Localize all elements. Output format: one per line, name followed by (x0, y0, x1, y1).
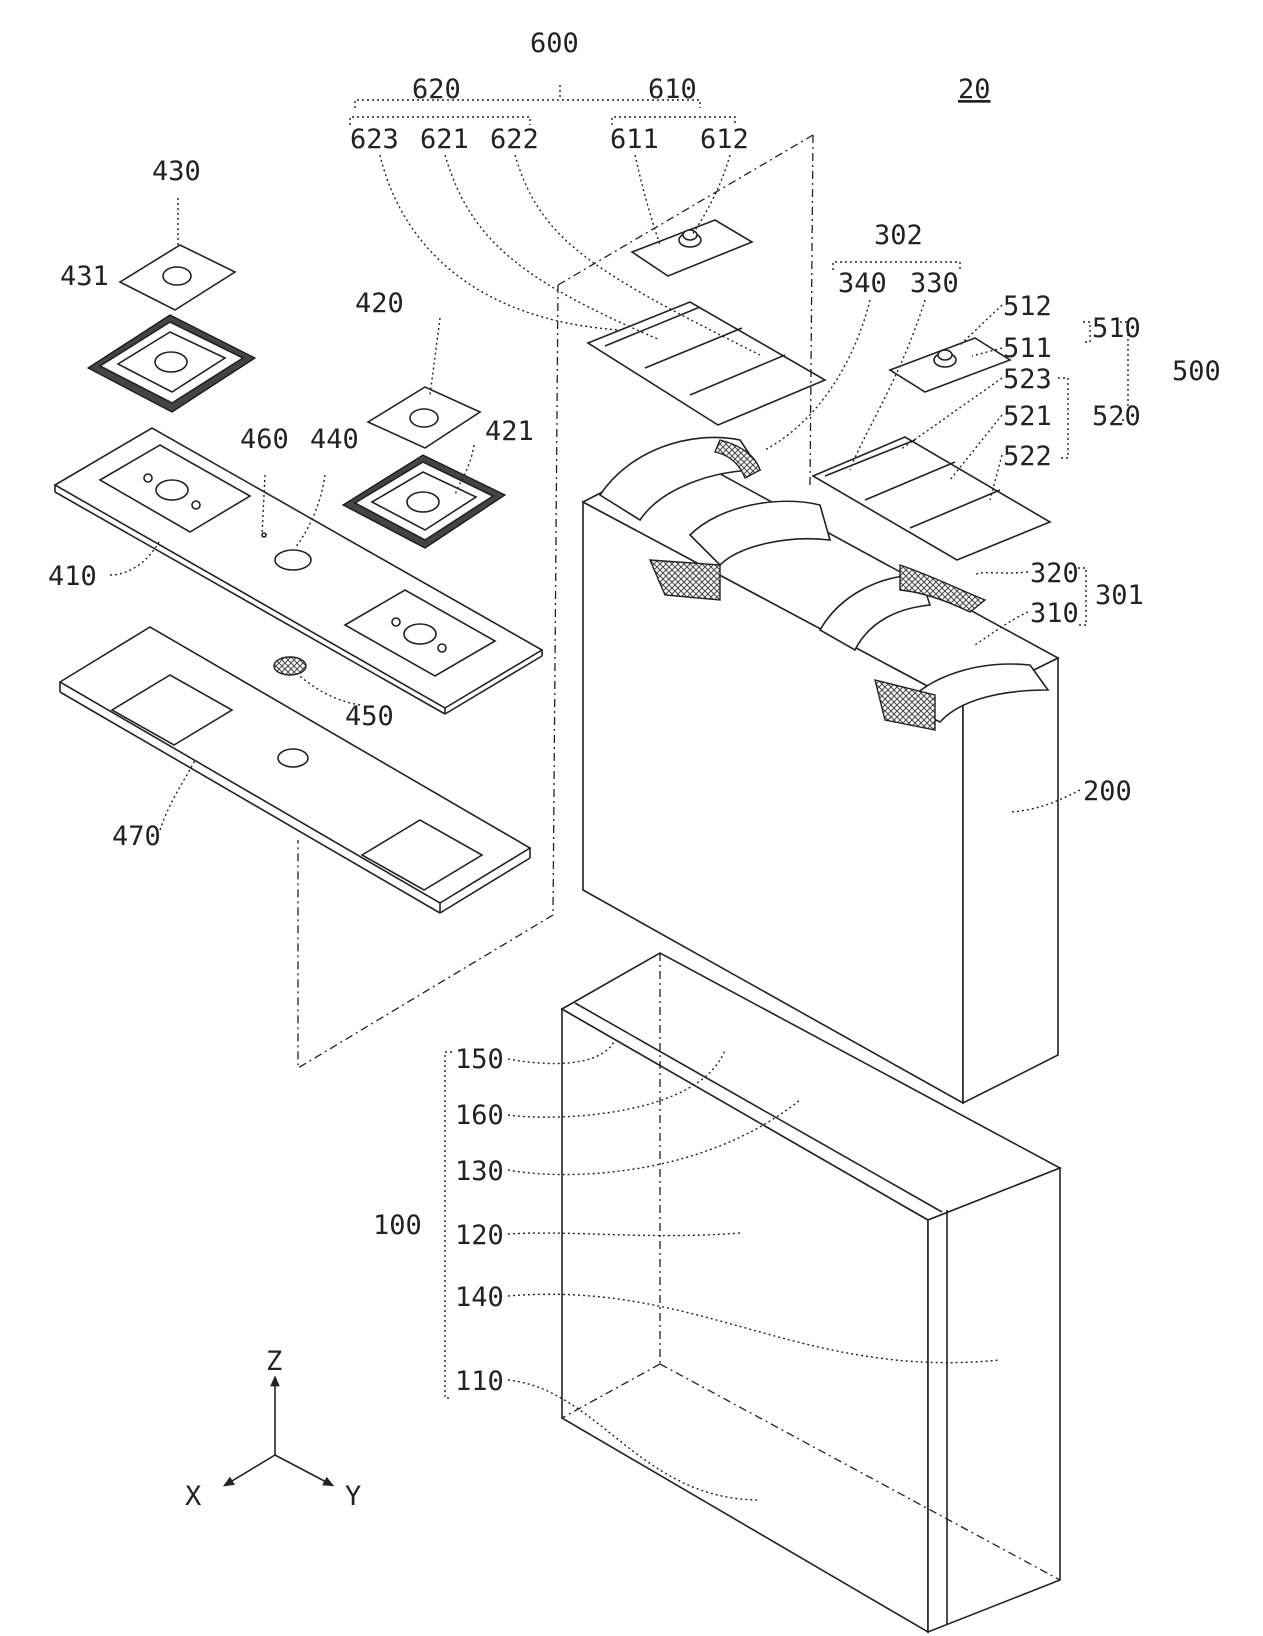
label-470: 470 (112, 821, 161, 852)
label-302: 302 (874, 220, 923, 251)
label-301: 301 (1095, 580, 1144, 611)
tab-plate-620 (588, 302, 825, 425)
label-621: 621 (420, 124, 469, 155)
label-320: 320 (1030, 558, 1079, 589)
label-410: 410 (48, 561, 97, 592)
label-430: 430 (152, 156, 201, 187)
seal-431 (88, 315, 255, 412)
label-140: 140 (455, 1282, 504, 1313)
label-110: 110 (455, 1366, 504, 1397)
axis-y-label: Y (345, 1481, 361, 1512)
label-130: 130 (455, 1156, 504, 1187)
label-330: 330 (910, 268, 959, 299)
label-520: 520 (1092, 401, 1141, 432)
label-460: 460 (240, 424, 289, 455)
label-523: 523 (1003, 364, 1052, 395)
label-600: 600 (530, 28, 579, 59)
label-440: 440 (310, 424, 359, 455)
terminal-plate-611 (632, 220, 752, 276)
label-611: 611 (610, 124, 659, 155)
gasket-420 (368, 387, 480, 448)
axis-x-label: X (185, 1481, 201, 1512)
label-450: 450 (345, 701, 394, 732)
label-100: 100 (373, 1210, 422, 1241)
figure-number: 20 (958, 74, 991, 105)
label-511: 511 (1003, 333, 1052, 364)
gasket-430 (120, 245, 235, 310)
label-623: 623 (350, 124, 399, 155)
label-510: 510 (1092, 313, 1141, 344)
axis-z-label: Z (266, 1346, 282, 1377)
label-612: 612 (700, 124, 749, 155)
label-431: 431 (60, 261, 109, 292)
label-521: 521 (1003, 401, 1052, 432)
label-512: 512 (1003, 291, 1052, 322)
terminal-plate-511 (890, 338, 1010, 392)
label-620: 620 (412, 74, 461, 105)
label-421: 421 (485, 416, 534, 447)
label-610: 610 (648, 74, 697, 105)
seal-421 (343, 455, 505, 548)
label-200: 200 (1083, 776, 1132, 807)
label-522: 522 (1003, 441, 1052, 472)
label-150: 150 (455, 1044, 504, 1075)
label-500: 500 (1172, 356, 1221, 387)
label-622: 622 (490, 124, 539, 155)
label-160: 160 (455, 1100, 504, 1131)
label-120: 120 (455, 1220, 504, 1251)
part-450 (274, 657, 306, 675)
label-420: 420 (355, 288, 404, 319)
label-340: 340 (838, 268, 887, 299)
label-310: 310 (1030, 598, 1079, 629)
axes-indicator (227, 1380, 330, 1484)
